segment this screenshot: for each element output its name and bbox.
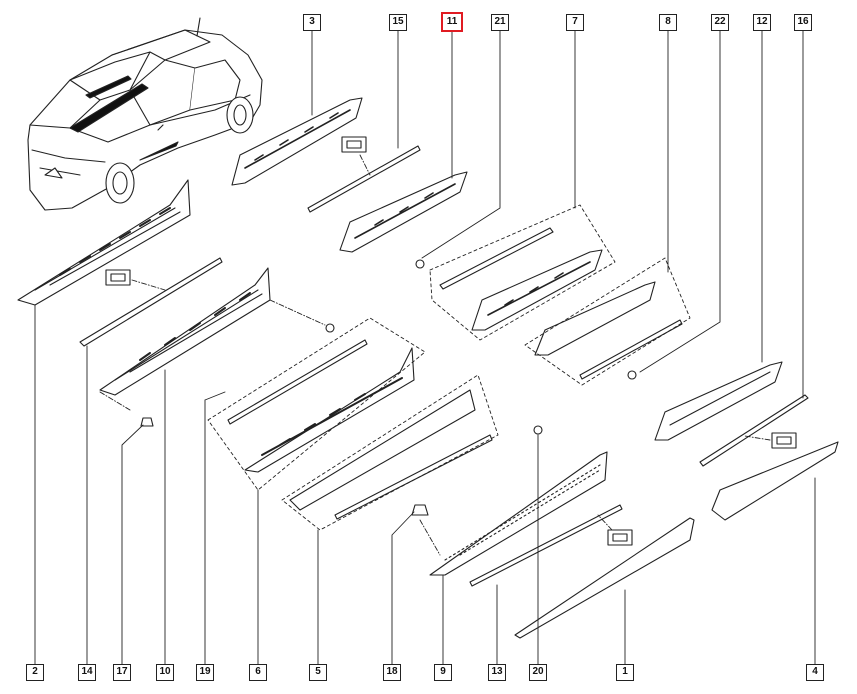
callout-1: 1 [616,664,634,681]
adhesive-symbols [105,136,797,546]
callout-2: 2 [26,664,44,681]
group-outlines [207,204,691,531]
part-5-panel [289,389,493,520]
part-13-strip [469,504,623,587]
screw-22 [627,370,637,380]
leader-lines [34,29,816,665]
callout-4: 4 [806,664,824,681]
callout-7: 7 [566,14,584,31]
callout-22: 22 [711,14,729,31]
part-3-panel [231,97,363,186]
callout-17: 17 [113,664,131,681]
callout-10: 10 [156,664,174,681]
car-illustration [27,17,263,211]
fasteners [140,259,637,516]
callout-18: 18 [383,664,401,681]
part-11-panel [339,171,468,253]
callout-14: 14 [78,664,96,681]
screw-20 [533,425,543,435]
callout-6: 6 [249,664,267,681]
parts [17,97,839,639]
part-15-strip [307,145,421,213]
callout-5: 5 [309,664,327,681]
part-9-panel [429,451,608,576]
part-1-panel [514,517,695,639]
part-21-strip [439,227,554,290]
clip-17 [140,417,154,427]
callout-12: 12 [753,14,771,31]
part-19-panel [227,339,415,473]
callout-15: 15 [389,14,407,31]
part-10-panel [99,267,271,396]
screw-21 [415,259,425,269]
callout-8: 8 [659,14,677,31]
part-8-panel [534,281,683,380]
callout-19: 19 [196,664,214,681]
screw-19 [325,323,335,333]
callout-16: 16 [794,14,812,31]
callout-21: 21 [491,14,509,31]
part-14-strip [79,257,223,347]
callout-11-highlighted: 11 [441,12,463,32]
callout-20: 20 [529,664,547,681]
callout-3: 3 [303,14,321,31]
assembly-arrows [99,154,771,556]
callout-9: 9 [434,664,452,681]
part-2-panel [17,179,191,306]
part-16-strip [699,394,809,467]
part-4-panel [711,441,839,521]
callout-13: 13 [488,664,506,681]
part-7-panel [471,249,603,331]
part-12-panel [654,361,783,441]
clip-18 [411,504,429,516]
